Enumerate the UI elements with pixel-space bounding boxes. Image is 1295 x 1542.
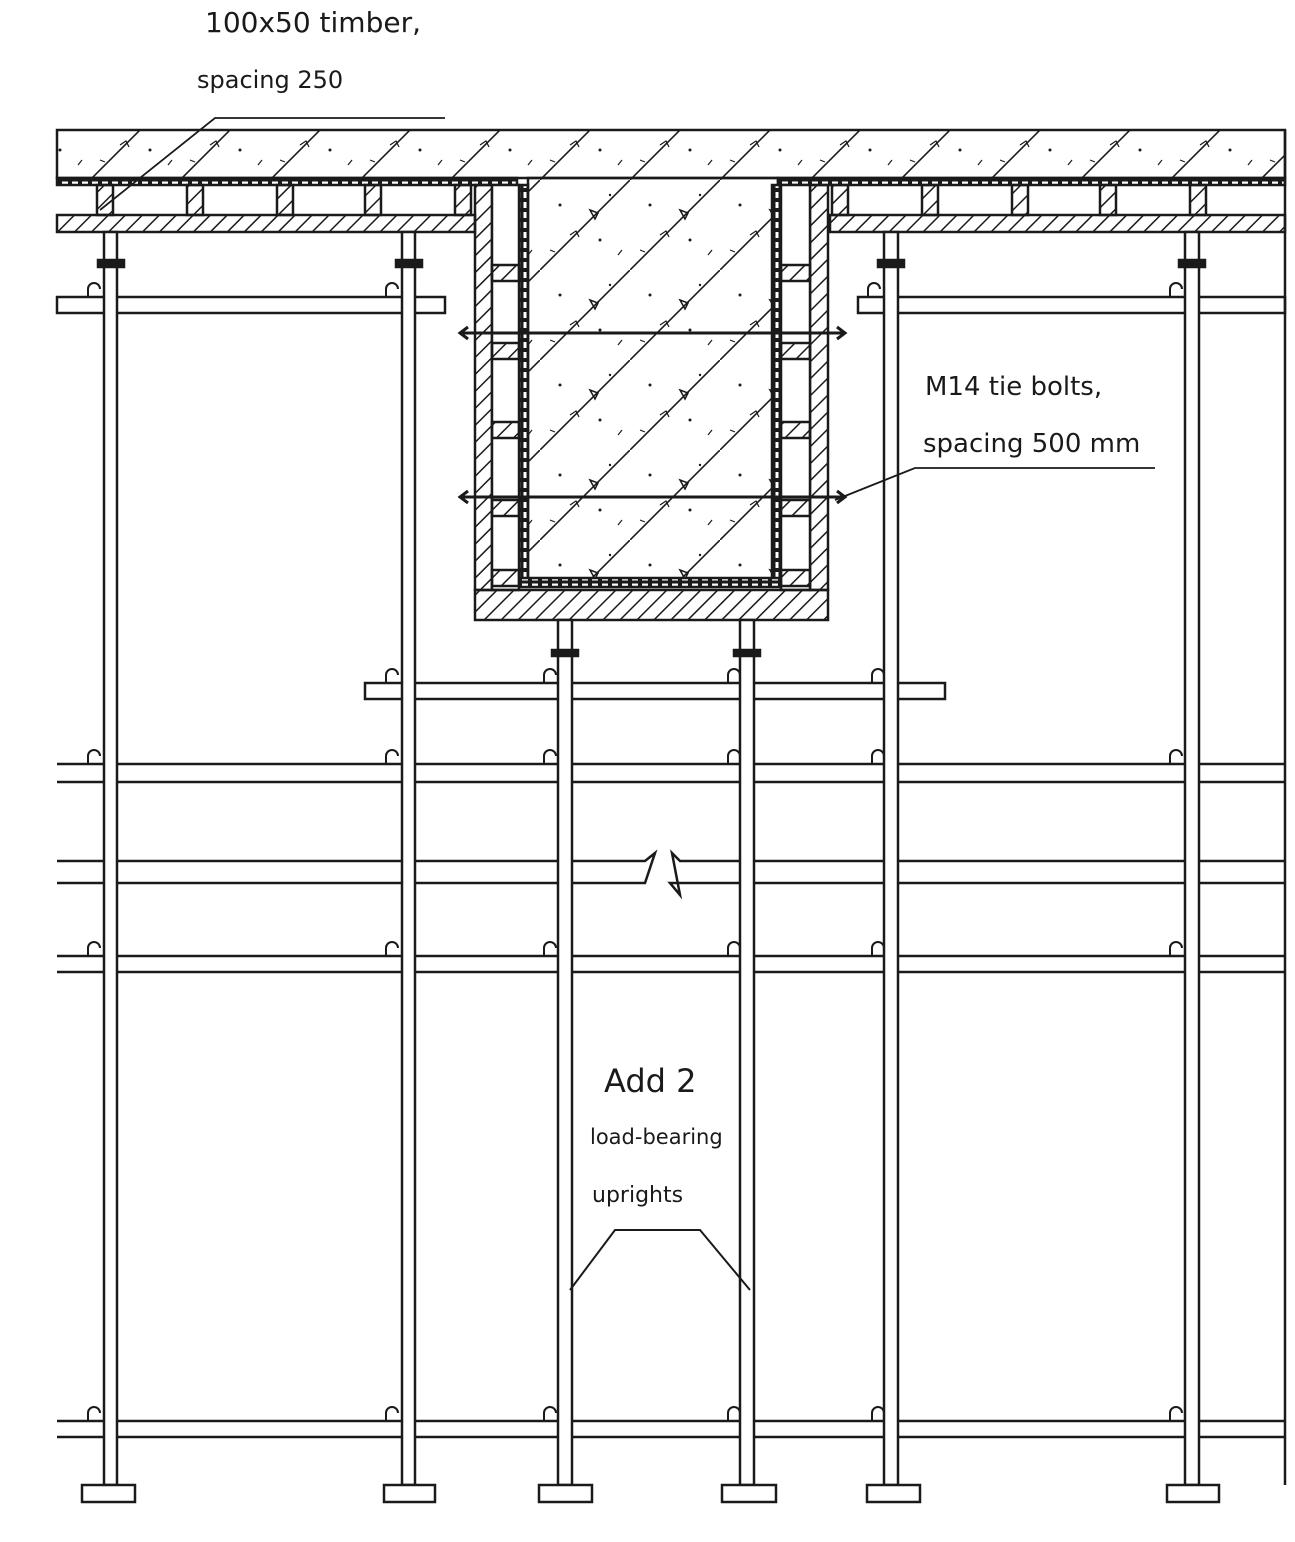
tie-bolt-label-line2: spacing 500 mm: [923, 429, 1140, 459]
structure: [55, 117, 1287, 1504]
side-studs: [490, 263, 812, 588]
uprights-bracket: [569, 1229, 751, 1291]
timber-label-line1: 100x50 timber,: [205, 6, 421, 39]
plywood-beam-right: [770, 183, 783, 587]
plywood-right: [776, 176, 1287, 187]
upright: [882, 230, 900, 1487]
beam-side-form-right: [808, 183, 830, 592]
couplers: [87, 282, 1183, 1421]
timber-joists: [95, 183, 1208, 217]
timber-leader-line: [99, 117, 445, 211]
upright: [556, 618, 574, 1487]
collars: [96, 258, 1207, 658]
beam-side-form-left: [473, 183, 494, 592]
bearer-left: [55, 213, 477, 234]
upright: [1183, 230, 1201, 1487]
base-plates: [80, 1483, 1221, 1504]
tie-bolt-label-line1: M14 tie bolts,: [925, 372, 1102, 402]
concrete-beam: [526, 176, 780, 584]
plywood-beam-bottom: [517, 576, 783, 589]
uprights-label-line2: load-bearing: [590, 1125, 723, 1149]
beam-soffit: [473, 588, 830, 622]
tie-bolts: [457, 325, 848, 505]
tie-bolt-leader-line: [834, 467, 1155, 501]
uprights-label-line3: uprights: [592, 1183, 683, 1208]
bearer-right: [828, 213, 1287, 234]
concrete-slab: [55, 128, 1287, 180]
upright: [102, 230, 119, 1487]
ledgers: [55, 130, 1287, 1485]
uprights-label-line1: Add 2: [604, 1062, 696, 1100]
timber-label-line2: spacing 250: [197, 66, 343, 94]
plywood-beam-left: [517, 183, 530, 587]
upright: [400, 230, 417, 1487]
upright: [738, 618, 756, 1487]
